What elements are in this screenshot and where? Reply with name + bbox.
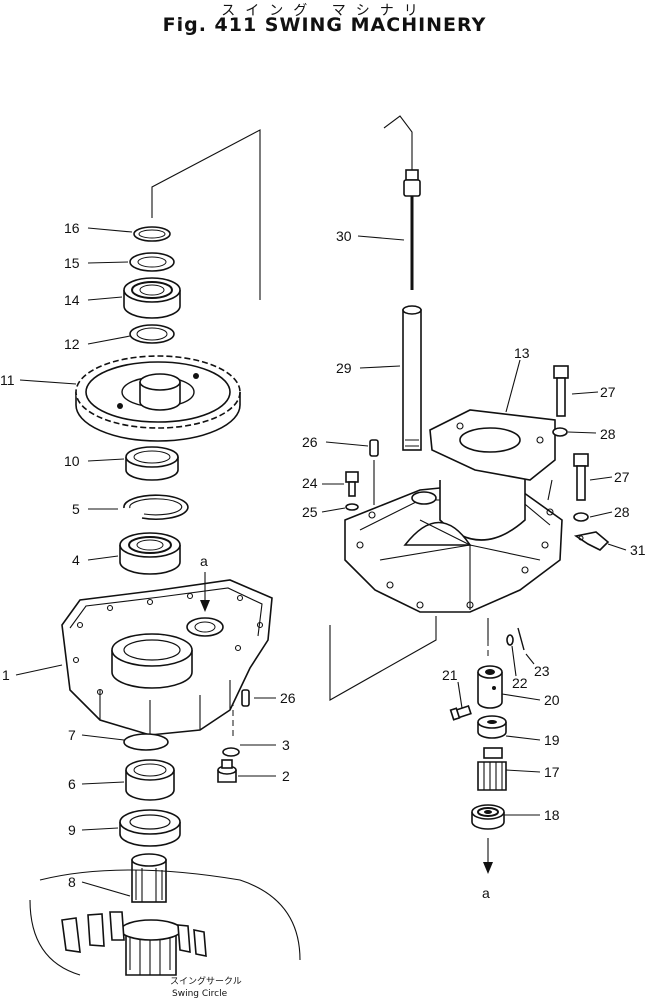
part-18-bearing — [471, 804, 505, 830]
callout-18: 18 — [544, 807, 560, 823]
callout-27-upper: 27 — [600, 384, 616, 400]
arrow-down-icon — [483, 862, 493, 874]
callout-30: 30 — [336, 228, 352, 244]
callout-22: 22 — [512, 675, 528, 691]
callout-12: 12 — [64, 336, 80, 352]
part-1-case — [61, 579, 273, 736]
part-22-ring — [506, 634, 514, 646]
callout-28-lower: 28 — [614, 504, 630, 520]
swing-circle-caption-japanese: スイングサークル — [170, 975, 242, 987]
callout-26-right: 26 — [302, 434, 318, 450]
callout-21: 21 — [442, 667, 458, 683]
callout-3: 3 — [282, 737, 290, 753]
swing-circle — [29, 869, 301, 976]
part-21-screw — [449, 705, 472, 721]
part-29-gauge-pipe — [402, 305, 422, 451]
callout-23: 23 — [534, 663, 550, 679]
part-27-bolt-upper — [553, 365, 569, 417]
callout-9: 9 — [68, 822, 76, 838]
callout-14: 14 — [64, 292, 80, 308]
part-26-dowel-pin-left — [241, 689, 250, 707]
part-28-washer-upper — [552, 427, 568, 437]
part-14-bearing — [123, 277, 181, 319]
part-31-clip — [573, 531, 610, 551]
right-leader-lines — [321, 235, 627, 816]
part-8-pinion — [120, 853, 182, 976]
callout-15: 15 — [64, 255, 80, 271]
swing-circle-caption: Swing Circle — [172, 989, 228, 999]
callout-5: 5 — [72, 501, 80, 517]
part-10-bushing — [125, 446, 179, 481]
part-30-dipstick — [383, 115, 421, 290]
part-28-washer-lower — [573, 512, 589, 522]
callout-24: 24 — [302, 475, 318, 491]
part-24-bolt — [345, 471, 359, 497]
callout-19: 19 — [544, 732, 560, 748]
left-leader-lines — [15, 227, 276, 897]
callout-25: 25 — [302, 504, 318, 520]
callout-28-upper: 28 — [600, 426, 616, 442]
callout-17: 17 — [544, 764, 560, 780]
callout-13: 13 — [514, 345, 530, 361]
part-25-washer — [345, 503, 359, 511]
callout-29: 29 — [336, 360, 352, 376]
part-26-dowel-pin-right — [369, 439, 379, 457]
callout-11: 11 — [0, 372, 15, 388]
part-27-bolt-lower — [573, 453, 589, 501]
part-2-plug — [217, 759, 237, 783]
reference-mark-a-top: a — [200, 553, 208, 569]
part-4-bearing — [119, 532, 181, 575]
part-23-pin — [517, 627, 525, 651]
part-7-o-ring — [123, 733, 169, 751]
callout-26-left: 26 — [280, 690, 296, 706]
callout-1: 1 — [2, 667, 10, 683]
part-13-housing — [344, 409, 563, 613]
callout-10: 10 — [64, 453, 80, 469]
part-19-bearing — [477, 715, 507, 739]
reference-mark-a-bottom: a — [482, 885, 490, 901]
figure-title: Fig. 411 SWING MACHINERY — [162, 14, 487, 36]
callout-31: 31 — [630, 542, 646, 558]
part-15-collar — [129, 252, 175, 272]
part-11-gear — [75, 355, 241, 442]
part-5-snap-ring — [123, 494, 189, 520]
callout-16: 16 — [64, 220, 80, 236]
figure-title-japanese: スイング マシナリ — [221, 3, 428, 19]
part-3-washer — [222, 747, 240, 757]
callout-2: 2 — [282, 768, 290, 784]
callout-27-lower: 27 — [614, 469, 630, 485]
arrow-down-icon — [200, 600, 210, 612]
part-9-oil-seal — [119, 809, 181, 847]
callout-20: 20 — [544, 692, 560, 708]
callout-4: 4 — [72, 552, 80, 568]
part-12-spacer — [129, 324, 175, 344]
part-16-snap-ring — [133, 226, 171, 242]
callout-7: 7 — [68, 727, 76, 743]
assembly-guide-lines-right — [329, 460, 553, 701]
callout-6: 6 — [68, 776, 76, 792]
callout-8: 8 — [68, 874, 76, 890]
part-17-shaft — [477, 747, 507, 791]
part-20-coupling — [477, 665, 503, 709]
part-6-bushing — [125, 759, 175, 801]
